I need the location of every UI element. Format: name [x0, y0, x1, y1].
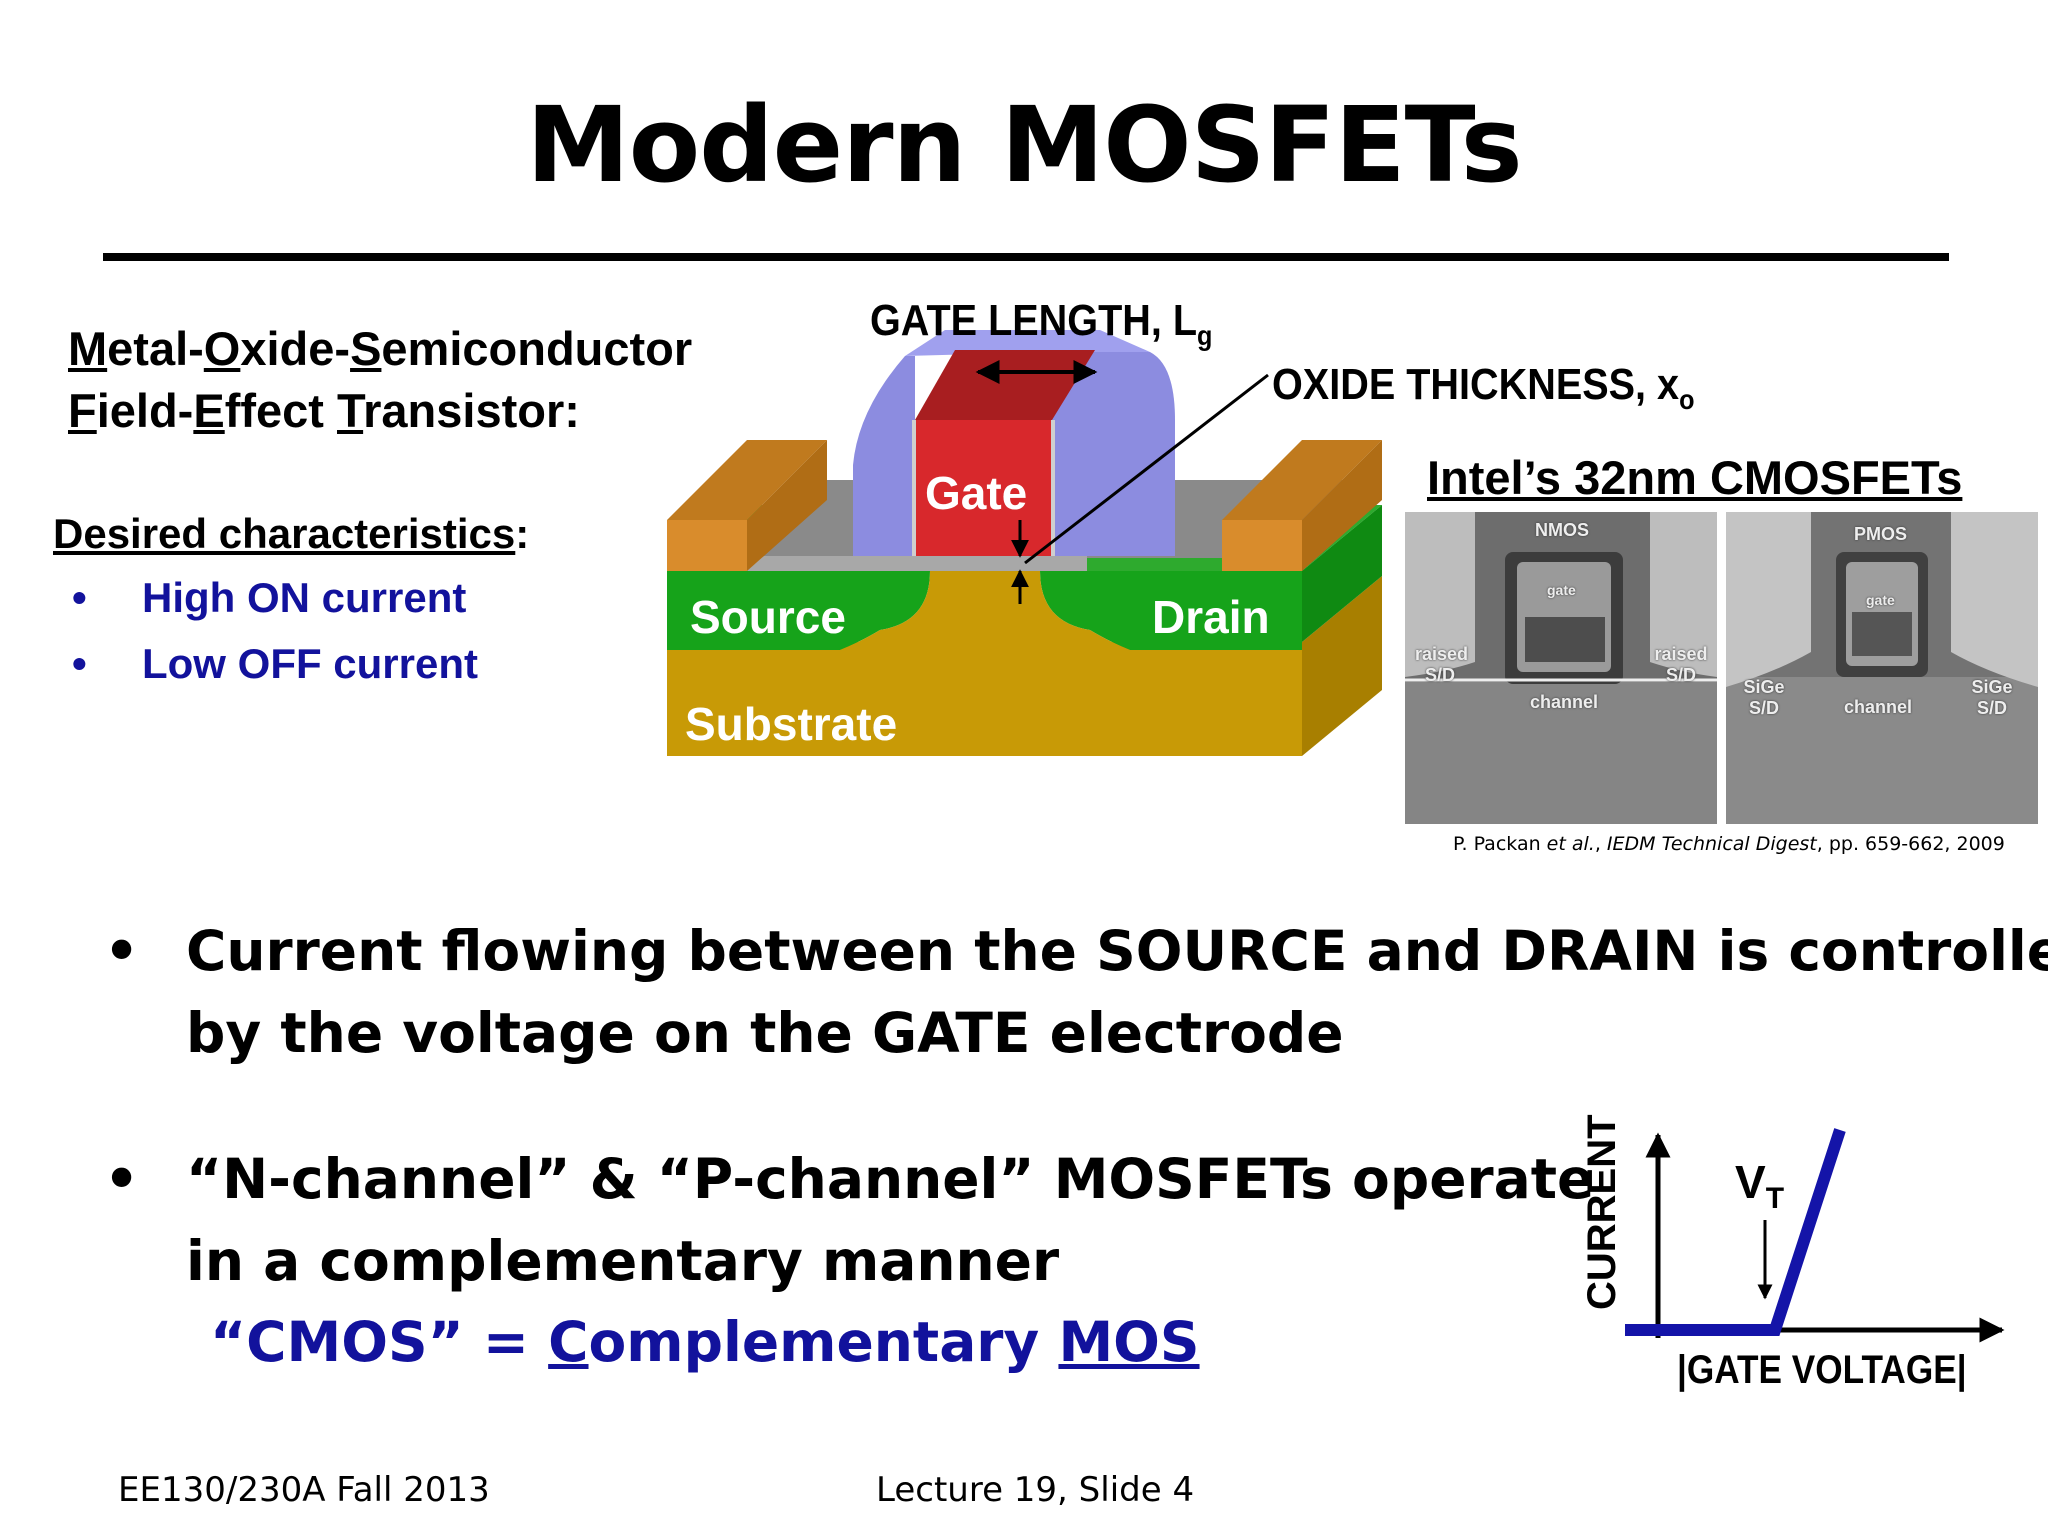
desired-heading-text: Desired characteristics [53, 510, 516, 557]
pmos-gate-label: gate [1866, 592, 1895, 608]
citation-separator: , [1594, 833, 1607, 855]
definition-line-2: Field-Effect Transistor: [68, 380, 692, 442]
cmos-letter-c: C [548, 1310, 589, 1374]
definition-word-oxide: xide- [240, 322, 351, 375]
cmos-definition: “CMOS” = Complementary MOS [210, 1310, 1200, 1374]
pmos-left-sd-label: SiGe S/D [1743, 677, 1785, 718]
plot-ylabel: CURRENT [1580, 1114, 1624, 1310]
gate-length-label: GATE LENGTH, Lg [870, 296, 1212, 352]
acronym-letter-t: T [337, 384, 364, 437]
mosfet-definition: Metal-Oxide-Semiconductor Field-Effect T… [68, 318, 692, 442]
vt-subscript: T [1765, 1182, 1785, 1216]
right-contact-top [1222, 440, 1382, 520]
substrate-side [1302, 576, 1382, 756]
nmos-gate-label: gate [1547, 582, 1576, 598]
channel-region [840, 571, 1130, 650]
acronym-letter-e: E [193, 384, 225, 437]
desired-heading-colon: : [515, 510, 530, 557]
drain-region [1040, 571, 1302, 650]
gate-liner-left [912, 420, 916, 556]
bullet-icon: • [72, 640, 87, 687]
nmos-channel-label: channel [1530, 692, 1599, 712]
nmos-left-sd-label: raised S/D [1415, 644, 1469, 685]
oxide-leader-line [1024, 373, 1269, 565]
oxide-thickness-label: OXIDE THICKNESS, xo [1272, 360, 1694, 416]
slide-title: Modern MOSFETs [526, 84, 1522, 206]
citation-pages: , pp. 659-662, 2009 [1816, 833, 2005, 855]
nmos-image [1405, 512, 1717, 824]
left-contact-top [667, 440, 827, 520]
pmos-channel-label: channel [1844, 697, 1913, 717]
definition-word-transistor: ransistor: [363, 384, 580, 437]
drain-label: Drain [1152, 591, 1270, 643]
sd-side [1302, 505, 1382, 642]
spacer-top [905, 330, 1150, 356]
gate-liner-right [1051, 420, 1055, 556]
title-divider [103, 253, 1949, 261]
gate-label: Gate [925, 467, 1028, 519]
pmos-image [1726, 512, 2038, 824]
desired-heading: Desired characteristics: [53, 510, 529, 558]
desired-item-on-current: High ON current [142, 574, 467, 621]
right-spacer [1052, 352, 1175, 556]
nmos-label: NMOS [1535, 520, 1589, 540]
desired-item-off-current: Low OFF current [142, 640, 478, 687]
gate-oxide [747, 556, 1087, 571]
bullet-icon: • [104, 919, 140, 983]
vt-label: VT [1735, 1155, 1784, 1216]
pmos-label: PMOS [1854, 524, 1908, 544]
footer-course: EE130/230A Fall 2013 [118, 1470, 490, 1510]
source-label: Source [690, 591, 846, 643]
plot-xlabel: |GATE VOLTAGE| [1677, 1348, 1967, 1392]
acronym-letter-s: S [350, 322, 382, 375]
footer-slide-number: Lecture 19, Slide 4 [876, 1470, 1195, 1510]
definition-word-semiconductor: emiconductor [381, 322, 693, 375]
acronym-letter-o: O [203, 322, 241, 375]
cmos-prefix: “CMOS” = [210, 1310, 549, 1374]
bullet-line: “N-channel” & “P-channel” MOSFETs operat… [186, 1147, 1595, 1211]
pmos-micrograph: PMOS gate SiGe S/D SiGe S/D channel [1726, 512, 2038, 824]
oxide-thickness-text: OXIDE THICKNESS, x [1272, 360, 1680, 409]
iv-curve-plot [1625, 1128, 2005, 1343]
intel-title: Intel’s 32nm CMOSFETs [1427, 451, 1963, 504]
bullet-line: by the voltage on the GATE electrode [186, 1001, 1344, 1065]
substrate-block [667, 642, 1302, 756]
gate-electrode [915, 420, 1052, 556]
cmos-word-complementary: omplementary [588, 1310, 1059, 1374]
left-contact-side [747, 440, 827, 571]
acronym-letter-f: F [68, 384, 97, 437]
citation-author: P. Packan [1453, 833, 1547, 855]
definition-word-metal: etal- [107, 322, 204, 375]
citation-journal: IEDM Technical Digest [1606, 833, 1817, 855]
gate-length-subscript: g [1197, 319, 1213, 351]
citation: P. Packan et al., IEDM Technical Digest,… [1453, 833, 2005, 855]
right-contact-side [1302, 440, 1382, 571]
citation-etal: et al. [1546, 833, 1595, 855]
bullet-line: in a complementary manner [186, 1229, 1060, 1293]
bullet-icon: • [104, 1147, 140, 1211]
acronym-letter-m: M [68, 322, 108, 375]
gate-length-text: GATE LENGTH, L [870, 296, 1198, 345]
nmos-right-sd-label: raised S/D [1654, 644, 1708, 685]
right-contact [1222, 520, 1302, 571]
pmos-right-sd-label: SiGe S/D [1971, 677, 2013, 718]
definition-word-effect: ffect [224, 384, 337, 437]
cmos-word-mos: MOS [1058, 1310, 1200, 1374]
source-region [667, 571, 930, 650]
left-contact [667, 520, 747, 571]
vt-text: V [1735, 1156, 1766, 1208]
iv-curve [1625, 1128, 1846, 1336]
definition-word-field: ield- [96, 384, 194, 437]
definition-line-1: Metal-Oxide-Semiconductor [68, 318, 692, 380]
substrate-label: Substrate [685, 698, 898, 750]
left-spacer [853, 356, 915, 556]
oxide-thickness-subscript: o [1679, 383, 1695, 415]
bullet-line: Current flowing between the SOURCE and D… [186, 919, 2048, 983]
bullet-icon: • [72, 574, 87, 621]
nmos-micrograph: NMOS gate raised S/D raised S/D channel [1405, 512, 1717, 824]
